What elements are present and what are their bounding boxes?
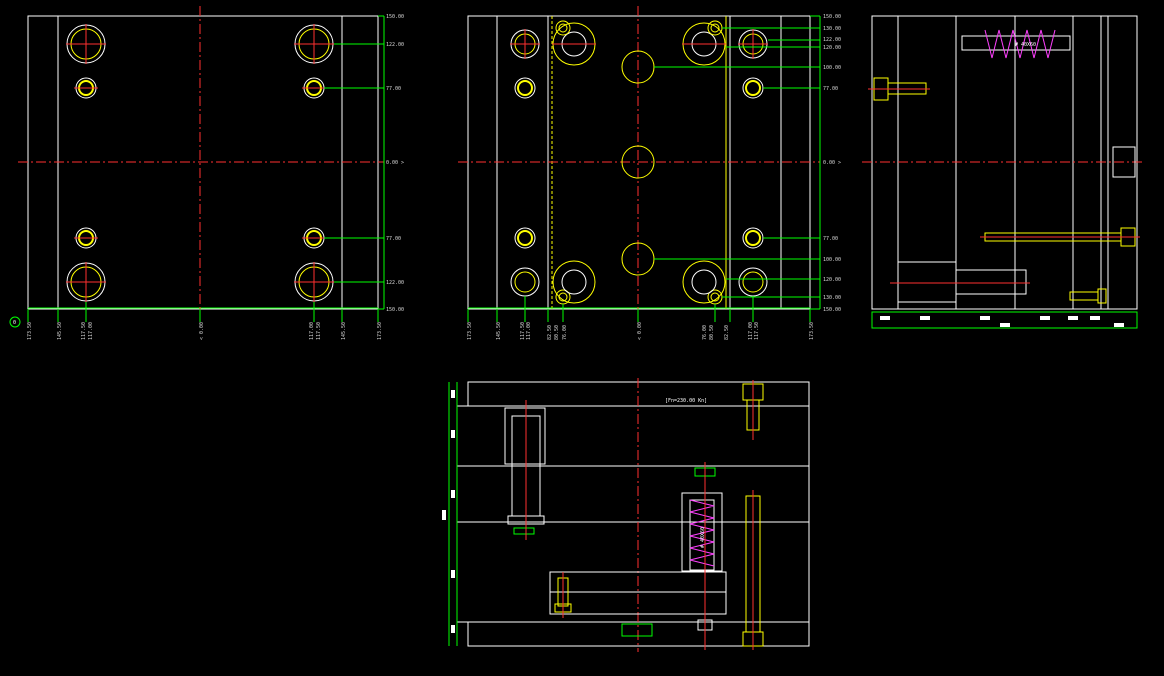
guide-bushing-bottom-left	[66, 262, 106, 302]
guide-bushing-mid-bottom	[510, 260, 768, 304]
small-screw-side	[1069, 288, 1107, 304]
dim-label: 117.00	[309, 322, 315, 340]
dim-label: 76.00	[702, 325, 708, 340]
dim-label: 145.50	[57, 322, 63, 340]
dim-label: 117.50	[754, 322, 760, 340]
dim-label: 77.00	[823, 236, 838, 242]
dim-label: 80.50	[709, 325, 715, 340]
bolt-hole-lower-right	[302, 227, 326, 249]
ejector-plate	[549, 571, 727, 637]
origin-marker: 0	[9, 316, 21, 328]
side-view-right: # 40X60	[862, 15, 1145, 329]
spring-label: # 40X60	[700, 527, 706, 548]
guide-bushing-mid-top-right	[682, 22, 726, 66]
return-pin-hole-right-top	[738, 29, 768, 59]
svg-text:0: 0	[13, 320, 16, 326]
return-pin-section	[554, 572, 572, 618]
bolt-hole-upper-right	[302, 77, 326, 99]
dim-label: < 0.00	[199, 322, 205, 340]
dim-label: 122.00	[823, 37, 841, 43]
dim-label: 120.00	[823, 277, 841, 283]
dim-label: 122.00	[386, 280, 404, 286]
bolt-hole-lower-left	[74, 227, 98, 249]
dim-tags	[442, 390, 455, 633]
dim-label: 145.50	[496, 322, 502, 340]
dim-label: 80.50	[554, 325, 560, 340]
dim-label: 100.00	[823, 65, 841, 71]
dim-label: 77.00	[823, 86, 838, 92]
dim-label: 150.00	[386, 14, 404, 20]
dim-label: 117.50	[520, 322, 526, 340]
dim-label: 100.00	[823, 257, 841, 263]
dim-label: 117.50	[316, 322, 322, 340]
spring-section: # 40X60	[681, 462, 723, 650]
guide-pin-section	[504, 400, 546, 540]
dim-label: 120.00	[823, 45, 841, 51]
bolt-hole-upper-left	[74, 77, 98, 99]
bottom-ordinate-leaders	[467, 296, 811, 322]
dim-label: 0.00 >	[823, 160, 841, 166]
bottom-dim-strip	[871, 311, 1138, 329]
bolt-left	[868, 77, 930, 101]
guide-bushing-top-right	[294, 24, 334, 64]
guide-bushing-bottom-right	[294, 262, 334, 302]
right-ordinate-leaders	[654, 15, 821, 310]
bottom-ordinate-leaders	[27, 302, 379, 322]
dim-label: 77.00	[386, 236, 401, 242]
dim-label: 122.00	[386, 42, 404, 48]
dim-label: 117.00	[88, 322, 94, 340]
dim-tags	[880, 316, 1124, 327]
dim-label: 145.50	[341, 322, 347, 340]
dim-label: 173.50	[467, 322, 473, 340]
plan-view-left: 150.00 122.00 77.00 0.00 > 77.00 122.00 …	[9, 6, 404, 340]
clamp-bolt-section	[742, 380, 764, 650]
spring-label: # 40X60	[1015, 42, 1036, 48]
dim-label: 117.50	[81, 322, 87, 340]
return-pin-hole-left-top	[510, 29, 540, 59]
right-ordinate-leaders	[324, 15, 385, 310]
dim-label: 150.00	[823, 14, 841, 20]
dim-label: 173.50	[27, 322, 33, 340]
guide-bushing-mid-top-left	[552, 22, 596, 66]
dim-label: 0.00 >	[386, 160, 404, 166]
dim-label: 117.00	[748, 322, 754, 340]
plan-view-middle: 150.00 130.00 122.00 120.00 100.00 77.00…	[458, 6, 841, 340]
dim-label: < 0.00	[637, 322, 643, 340]
dim-label: 173.50	[377, 322, 383, 340]
core-plate	[456, 465, 810, 523]
ejector-bolt-long	[980, 227, 1140, 247]
dim-label: 82.50	[724, 325, 730, 340]
dim-label: 173.50	[809, 322, 815, 340]
guide-bushing-top-left	[66, 24, 106, 64]
guide-pin-side	[890, 261, 1030, 303]
force-label: [Fn=230.00 Kn]	[665, 398, 707, 404]
dim-label: 150.00	[386, 307, 404, 313]
section-view-bottom: [Fn=230.00 Kn] # 40X60	[442, 378, 810, 652]
dim-label: 130.00	[823, 26, 841, 32]
lifting-block	[1112, 146, 1136, 178]
dim-label: 150.00	[823, 307, 841, 313]
dim-label: 130.00	[823, 295, 841, 301]
dim-label: 77.00	[386, 86, 401, 92]
dim-label: 76.00	[562, 325, 568, 340]
dim-label: 82.50	[547, 325, 553, 340]
spring-assembly: # 40X60	[961, 29, 1071, 59]
cavity-plate	[456, 405, 810, 467]
dim-label: 117.00	[526, 322, 532, 340]
